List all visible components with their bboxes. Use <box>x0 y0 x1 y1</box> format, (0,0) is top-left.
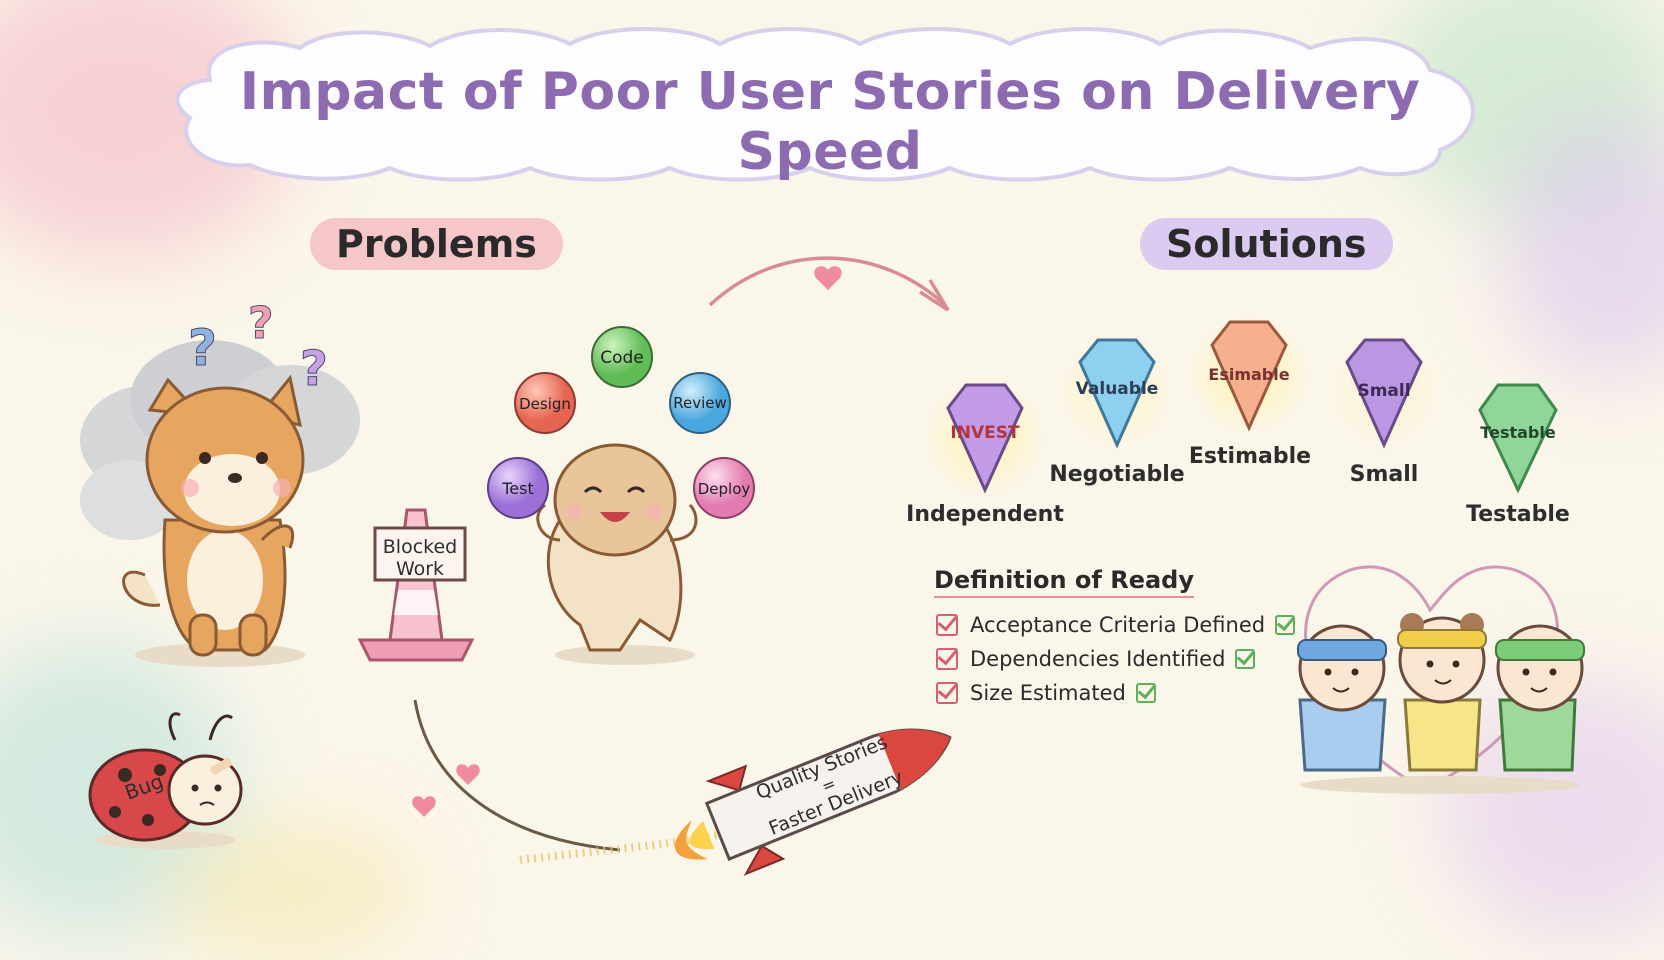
illustration-canvas: ? ? ? Blocked Work <box>80 26 1585 876</box>
rocket <box>675 728 952 876</box>
gem-text-invest: INVEST <box>950 423 1020 443</box>
gem-text-esimable: Esimable <box>1208 365 1289 384</box>
juggling-character <box>536 443 698 665</box>
dor-item-label: Dependencies Identified <box>970 647 1226 671</box>
problems-label: Problems <box>310 218 563 270</box>
checkbox-checked-icon <box>936 682 958 704</box>
rocket-line2: = <box>819 774 839 797</box>
gem-testable <box>1478 383 1558 494</box>
blocked-sign-line2: Work <box>396 558 444 580</box>
checkbox-checked-icon <box>936 614 958 636</box>
solutions-label: Solutions <box>1140 218 1393 270</box>
gem-label-negotiable: Negotiable <box>1049 462 1185 487</box>
juggle-balls <box>487 326 755 519</box>
ball-deploy <box>693 457 755 519</box>
dor-item-label: Acceptance Criteria Defined <box>970 613 1266 637</box>
gem-text-testable: Testable <box>1480 423 1556 442</box>
gem-small <box>1345 338 1423 449</box>
dor-item-label: Size Estimated <box>970 681 1126 705</box>
kids-team <box>1297 613 1585 794</box>
svg-text:?: ? <box>188 319 217 377</box>
list-item: Size Estimated <box>936 676 1295 710</box>
list-item: Dependencies Identified <box>936 642 1295 676</box>
ball-design-label: Design <box>519 395 571 413</box>
gem-label-small: Small <box>1349 462 1419 487</box>
blocked-sign-line1: Blocked <box>383 536 457 558</box>
ball-code <box>591 326 653 388</box>
svg-text:?: ? <box>300 341 328 397</box>
check-icon <box>1135 683 1156 703</box>
gem-negotiable <box>1078 338 1156 449</box>
ball-test-label: Test <box>501 479 534 498</box>
list-item: Acceptance Criteria Defined <box>936 608 1296 642</box>
ball-review-label: Review <box>673 394 727 412</box>
gem-text-small: Small <box>1357 381 1410 401</box>
ladybug <box>88 712 243 849</box>
gem-independent <box>946 383 1024 494</box>
check-icon <box>1275 615 1296 635</box>
ball-review <box>669 372 731 434</box>
ball-deploy-label: Deploy <box>698 480 751 498</box>
gem-label-estimable: Estimable <box>1188 444 1312 469</box>
title-cloud <box>175 26 1475 182</box>
definition-of-ready-title: Definition of Ready <box>934 566 1194 598</box>
gem-label-testable: Testable <box>1466 502 1570 527</box>
bg-wash-purple <box>1500 120 1664 380</box>
check-icon <box>1235 649 1256 669</box>
ball-code-label: Code <box>600 348 644 368</box>
gem-estimable <box>1210 320 1288 432</box>
confused-dog <box>122 374 305 667</box>
ball-design <box>514 372 576 434</box>
question-marks: ? ? ? <box>188 298 329 398</box>
blocked-work-cone <box>357 508 475 662</box>
sparkle-trail <box>412 699 741 864</box>
svg-text:?: ? <box>248 298 274 349</box>
checkbox-checked-icon <box>936 648 958 670</box>
definition-of-ready-list: Acceptance Criteria Defined Dependencies… <box>936 608 1296 710</box>
page-title: Impact of Poor User Stories on Delivery … <box>239 62 1421 182</box>
invest-gems <box>923 313 1558 499</box>
transition-arrow <box>708 256 950 312</box>
ball-test <box>487 457 549 519</box>
gem-text-valuable: Valuable <box>1076 379 1159 399</box>
gem-label-independent: Independent <box>906 502 1064 527</box>
